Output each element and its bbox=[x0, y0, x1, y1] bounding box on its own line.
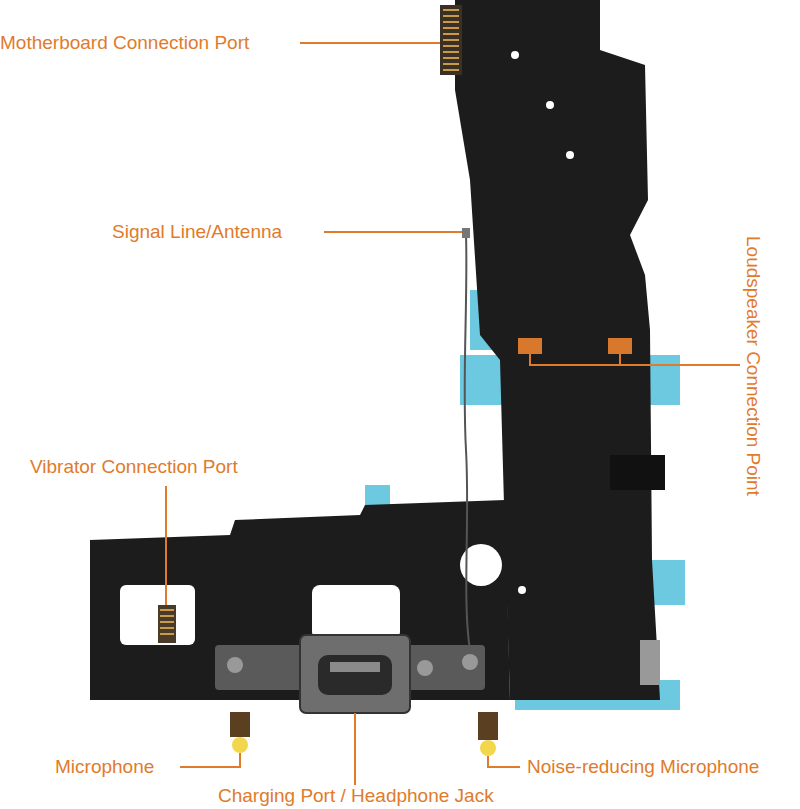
leader-line bbox=[324, 231, 462, 233]
cutout bbox=[312, 585, 400, 640]
flex-shield bbox=[610, 455, 665, 490]
leader-lines bbox=[166, 43, 740, 785]
board-connector bbox=[440, 5, 462, 75]
screw-boss bbox=[462, 654, 478, 670]
part-label: Signal Line/Antenna bbox=[112, 221, 282, 243]
microphone-gasket bbox=[480, 740, 496, 756]
part-label: Microphone bbox=[55, 756, 154, 778]
antenna-tip bbox=[462, 228, 470, 238]
leader-line bbox=[530, 354, 740, 365]
screw-hole bbox=[566, 151, 574, 159]
part-label: Noise-reducing Microphone bbox=[527, 756, 759, 778]
flex-body bbox=[90, 0, 660, 700]
microphone-gasket bbox=[232, 737, 248, 753]
leader-line bbox=[165, 486, 167, 605]
connector-pins bbox=[160, 610, 174, 634]
speaker-pad bbox=[608, 338, 632, 354]
part-label: Motherboard Connection Port bbox=[0, 32, 249, 54]
leader-line bbox=[488, 756, 520, 767]
adhesive-sticker bbox=[365, 485, 390, 505]
screw-hole bbox=[511, 51, 519, 59]
screw-hole bbox=[546, 101, 554, 109]
screw-boss bbox=[227, 657, 243, 673]
leader-line bbox=[180, 753, 240, 767]
cutout bbox=[120, 585, 195, 645]
leader-line bbox=[300, 42, 440, 44]
port-tongue bbox=[330, 662, 380, 672]
microphone-body bbox=[230, 712, 250, 737]
connector-pins bbox=[443, 10, 459, 70]
part-label: Loudspeaker Connection Point bbox=[742, 236, 764, 496]
speaker-pad bbox=[518, 338, 542, 354]
microphone-body bbox=[478, 712, 498, 740]
metal-bracket bbox=[640, 640, 660, 685]
screw-boss bbox=[417, 660, 433, 676]
charging-port bbox=[300, 635, 410, 713]
antenna-wire bbox=[465, 234, 470, 650]
part-label: Vibrator Connection Port bbox=[30, 456, 238, 478]
leader-line bbox=[354, 713, 356, 785]
port-opening bbox=[318, 655, 392, 695]
vibrator-connector bbox=[158, 605, 176, 643]
part-label: Charging Port / Headphone Jack bbox=[218, 785, 494, 807]
flex-cutouts bbox=[120, 51, 574, 645]
screw-hole bbox=[518, 586, 526, 594]
